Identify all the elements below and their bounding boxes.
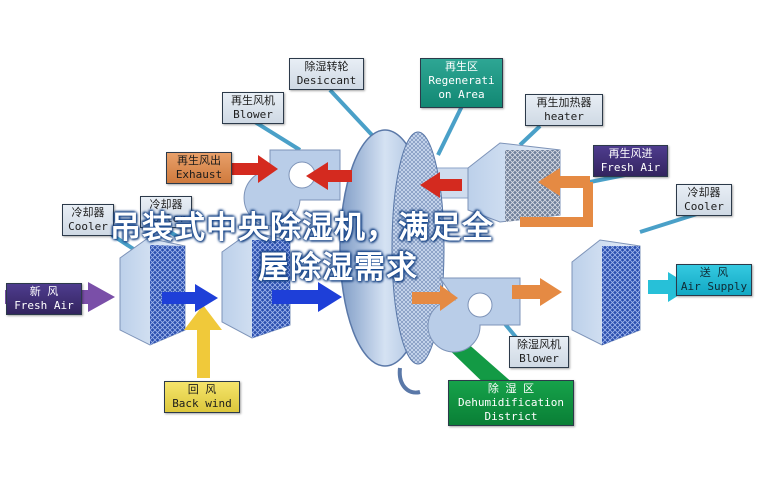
dehum-arrow-1	[412, 285, 458, 311]
dry-arrow-2	[272, 282, 342, 312]
hot-arrow-return	[520, 182, 593, 227]
overlay-caption: 吊装式中央除湿机，满足全 屋除湿需求	[110, 208, 670, 288]
callout-lines	[110, 88, 701, 344]
overlay-line-2: 屋除湿需求	[258, 250, 418, 286]
dehum-blower-fan	[427, 277, 521, 353]
return-air-arrow	[184, 305, 222, 378]
overlay-line-1: 吊装式中央除湿机，满足全	[110, 210, 494, 246]
exhaust-arrow	[232, 155, 278, 183]
regen-blower-fan	[243, 149, 341, 227]
dehum-arrow-2	[512, 278, 562, 306]
regen-arrow-1	[306, 162, 352, 190]
hot-arrow-in	[538, 168, 590, 196]
middle-cooler	[221, 231, 291, 339]
regen-arrow-2	[420, 172, 462, 198]
regen-heater-box	[467, 142, 561, 223]
supply-air-arrow	[648, 272, 692, 302]
right-cooler	[571, 239, 641, 346]
dry-arrow-1	[162, 284, 218, 312]
